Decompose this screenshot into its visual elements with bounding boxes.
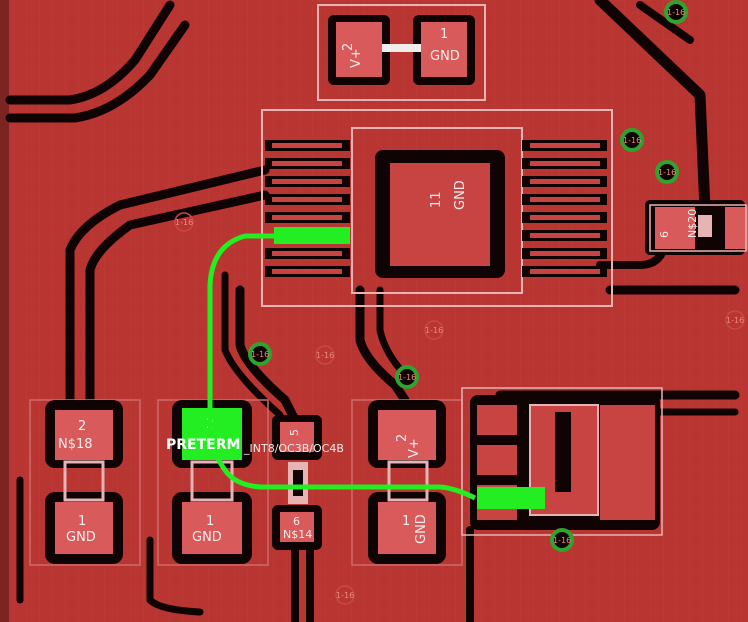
c4-bot-pad[interactable] [378, 502, 436, 554]
svg-text:1-16: 1-16 [175, 218, 193, 227]
via[interactable]: 1-16 [315, 345, 335, 365]
c4-bot-pad-number: 1 [402, 514, 410, 529]
svg-text:1-16: 1-16 [316, 351, 334, 360]
ic-pad-number: 11 [429, 191, 444, 208]
c1-top-pad-number: 2 [78, 419, 86, 434]
board-edge-left [0, 0, 9, 622]
ic-left-pin-pads [272, 143, 342, 274]
ic-thermal-pad[interactable] [390, 163, 490, 266]
svg-text:1-16: 1-16 [398, 373, 416, 382]
svg-text:1-16: 1-16 [726, 316, 744, 325]
br-pad-left-2[interactable] [477, 445, 517, 475]
top-left-pad-number: 2 [341, 43, 356, 51]
right-component-outline [649, 204, 747, 252]
highlight-pad-end[interactable] [477, 487, 545, 509]
svg-text:1-16: 1-16 [251, 350, 269, 359]
top-component-outline [317, 4, 486, 101]
top-right-pad-net: GND [430, 49, 460, 64]
right-component-pad[interactable] [655, 207, 695, 249]
right-component-pad-2[interactable] [725, 207, 748, 249]
c4-body [387, 460, 429, 502]
c1-body [63, 460, 105, 502]
c3-bot-pad[interactable] [280, 512, 314, 542]
svg-text:1-16: 1-16 [425, 326, 443, 335]
via[interactable]: 1-16 [725, 310, 745, 330]
svg-text:1-16: 1-16 [623, 136, 641, 145]
via[interactable]: 1-16 [664, 0, 688, 24]
top-left-pad-net: V+ [349, 48, 364, 68]
highlight-trace[interactable] [207, 233, 477, 501]
right-component-body [698, 215, 712, 237]
via[interactable]: 1-16 [335, 585, 355, 605]
c2-body [190, 460, 234, 502]
c2-bot-pad-number: 1 [206, 514, 214, 529]
c4-top-pad[interactable] [378, 410, 436, 460]
c3-top-pad-number: 5 [288, 429, 301, 436]
highlight-net-signal: _INT8/OC3B/OC4B [243, 442, 344, 455]
component-int8[interactable]: 5 6 N$14 [272, 415, 322, 550]
c3-bot-pad-net: N$14 [283, 528, 312, 541]
c1-bot-pad[interactable] [55, 502, 113, 554]
ic-outline [261, 109, 613, 307]
c2-bot-pad[interactable] [182, 502, 242, 554]
br-center-slot [555, 412, 571, 492]
c1-bot-pad-number: 1 [78, 514, 86, 529]
svg-text:1-16: 1-16 [658, 168, 676, 177]
highlight-net-name: PRETERM [166, 437, 240, 453]
top-component[interactable]: 2 V+ 1 GND [317, 4, 486, 101]
c4-bot-pad-net: GND [414, 514, 429, 544]
c1-bot-pad-net: GND [66, 530, 96, 545]
br-pad-right[interactable] [600, 405, 655, 520]
via[interactable]: 1-16 [395, 365, 419, 389]
via[interactable]: 1-16 [174, 212, 194, 232]
component-vplus-gnd[interactable]: 2 V+ 1 GND [351, 399, 463, 566]
via[interactable]: 1-16 [655, 160, 679, 184]
top-right-pad[interactable] [421, 22, 467, 77]
highlight-pad-ic[interactable] [274, 227, 350, 244]
br-pad-left[interactable] [477, 405, 517, 435]
right-cap-name: N$20 [686, 209, 699, 238]
via[interactable]: 1-16 [620, 128, 644, 152]
top-left-pad[interactable] [336, 22, 382, 77]
top-right-pad-number: 1 [440, 27, 448, 42]
c3-bot-pad-number: 6 [293, 515, 300, 528]
ic-pad-net: GND [453, 180, 468, 210]
svg-text:1-16: 1-16 [336, 591, 354, 600]
right-cap-number: 6 [658, 231, 671, 238]
svg-text:1-16: 1-16 [667, 8, 685, 17]
ic-right-pin-pads [530, 143, 600, 274]
highlighted-net[interactable]: PRETERM _INT8/OC3B/OC4B [166, 227, 545, 509]
svg-text:1-16: 1-16 [553, 536, 571, 545]
c4-top-pad-net: V+ [407, 438, 422, 458]
c3-top-pad[interactable] [280, 422, 314, 452]
component-n18[interactable]: 2 N$18 1 GND [29, 399, 141, 566]
via[interactable]: 1-16 [248, 342, 272, 366]
ic-body-outline [351, 127, 523, 294]
c4-top-pad-number: 2 [395, 434, 410, 442]
c1-top-pad-net: N$18 [58, 437, 93, 452]
bottom-right-component[interactable] [461, 387, 663, 536]
c2-bot-pad-net: GND [192, 530, 222, 545]
ic-footprint[interactable]: 11 GND [261, 109, 613, 307]
vias[interactable]: 1-16 1-16 1-16 1-16 1-16 1-16 1-16 1-16 [174, 0, 745, 605]
via[interactable]: 1-16 [424, 320, 444, 340]
c1-top-pad[interactable] [55, 410, 113, 460]
via[interactable]: 1-16 [550, 528, 574, 552]
right-small-component[interactable]: 6 N$20 [645, 200, 748, 255]
c3-body-inner [293, 470, 303, 496]
